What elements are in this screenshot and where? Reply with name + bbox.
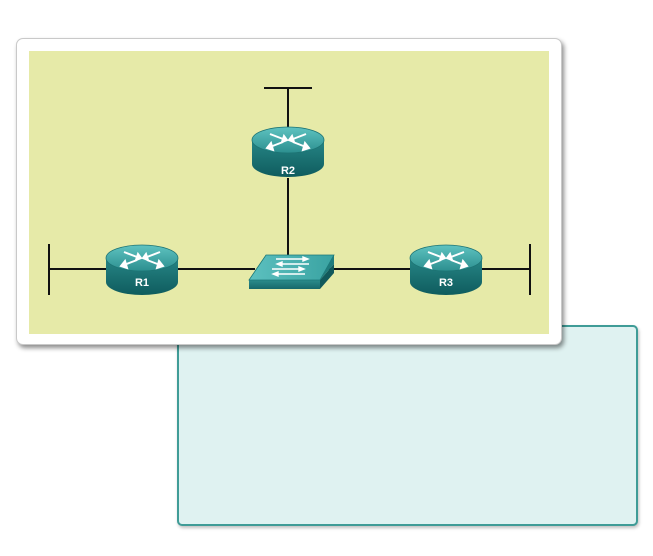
switch-device[interactable]	[248, 254, 335, 289]
router-r2[interactable]: R2	[251, 126, 325, 177]
switch-arrows-icon	[271, 255, 310, 278]
router-r1[interactable]: R1	[105, 244, 179, 295]
router-r3[interactable]: R3	[409, 244, 483, 295]
network-links	[48, 87, 531, 295]
back-info-panel	[177, 325, 638, 526]
router-arrows-icon	[423, 251, 469, 270]
router-arrows-icon	[119, 251, 165, 270]
router-r3-label: R3	[439, 277, 453, 289]
router-arrows-icon	[265, 133, 311, 152]
router-r2-label: R2	[281, 165, 295, 177]
router-r1-label: R1	[135, 277, 149, 289]
